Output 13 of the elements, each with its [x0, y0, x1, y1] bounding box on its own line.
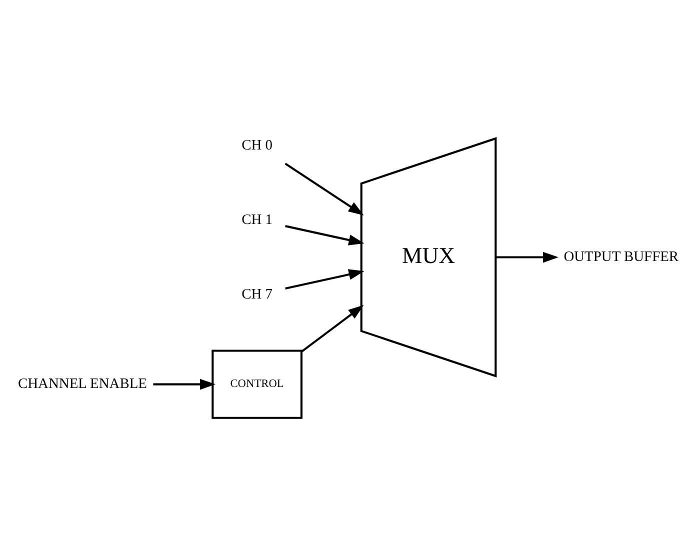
node-text: CH 7	[242, 286, 273, 302]
node-box: CONTROL	[212, 349, 302, 418]
arrow	[153, 378, 216, 390]
arrow	[301, 304, 364, 352]
node-text: OUTPUT BUFFER	[564, 248, 679, 265]
arrow	[285, 268, 364, 289]
node-text: CH 0	[242, 137, 273, 154]
arrow	[285, 224, 364, 245]
arrow	[496, 251, 559, 262]
node-text: CHANNEL ENABLE	[18, 376, 148, 392]
node-box: MUX	[360, 136, 497, 377]
arrow	[284, 162, 364, 215]
node-text: CH 1	[242, 211, 273, 228]
